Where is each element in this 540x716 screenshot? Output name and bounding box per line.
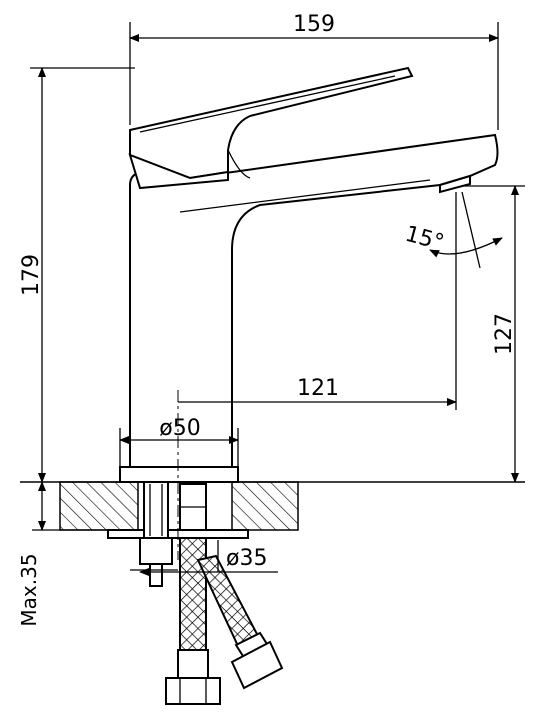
dim-total-height: 179 [19, 67, 135, 483]
dim-body-diameter-label: ø50 [159, 416, 200, 441]
handle-joint [227, 149, 251, 179]
stud-nut [139, 537, 173, 565]
dim-hole-diameter: ø35 [139, 540, 278, 576]
hose-fitting-left [177, 649, 209, 679]
threaded-stud [143, 481, 169, 539]
dim-body-diameter: ø50 [119, 416, 239, 467]
body-spout-outline [129, 133, 499, 468]
stud-tip [149, 563, 163, 587]
dim-total-width-label: 159 [293, 12, 335, 37]
dim-max-thickness-label: Max.35 [17, 553, 41, 626]
spout-aerator [439, 174, 471, 194]
handle-bevel [139, 75, 396, 133]
braided-hose-left [179, 537, 207, 651]
dim-spout-angle: 15° [402, 191, 503, 269]
hose-nut-right [230, 640, 284, 690]
dim-spout-height-label: 127 [492, 313, 517, 355]
dim-total-height-label: 179 [19, 254, 44, 296]
faucet-body [119, 66, 499, 483]
dim-spout-angle-label: 15° [402, 222, 446, 256]
dim-spout-reach-label: 121 [297, 376, 339, 401]
countertop-section [20, 481, 525, 531]
dim-total-width: 159 [129, 12, 499, 130]
hose-nut-left [165, 677, 221, 705]
countertop-hatch-right [231, 481, 299, 531]
dim-spout-reach: 121 [178, 192, 457, 410]
dim-hole-diameter-label: ø35 [226, 546, 267, 571]
countertop-hatch-left [59, 481, 139, 531]
spout-inner-line [179, 179, 431, 213]
base-plate [119, 466, 239, 483]
dim-spout-height: 127 [462, 185, 525, 483]
handle-cap [128, 153, 229, 190]
dim-max-thickness: Max.35 [17, 481, 110, 627]
